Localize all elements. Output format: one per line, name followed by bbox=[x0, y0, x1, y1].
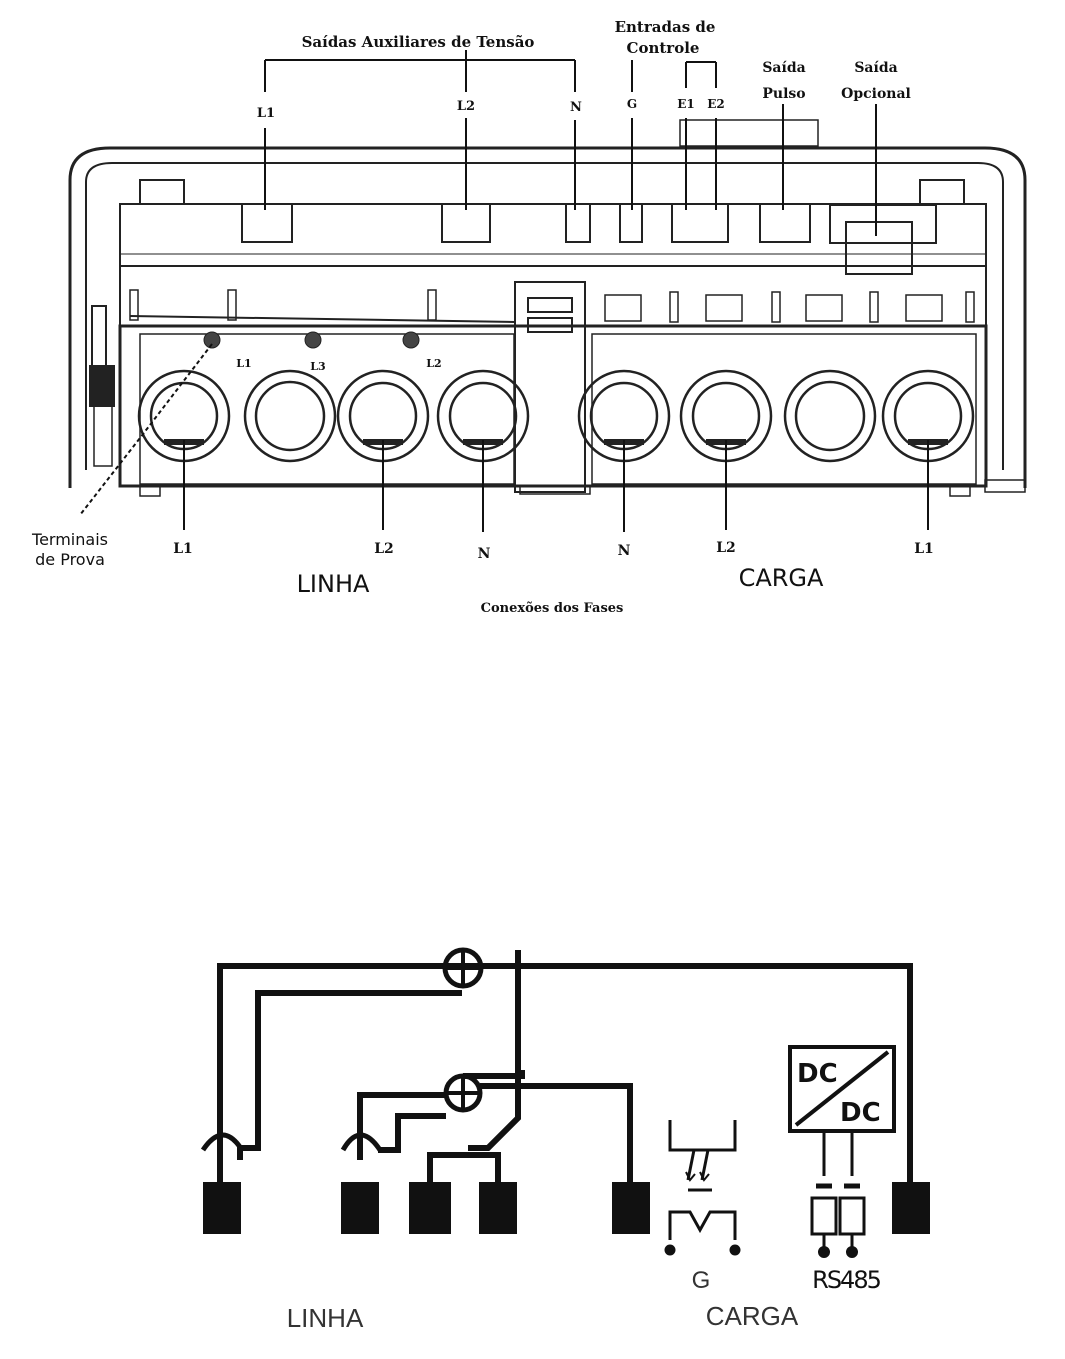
title-control-inputs-1: Entradas de bbox=[615, 18, 716, 36]
title-pulse-output-1: Saída bbox=[762, 60, 805, 76]
schematic-terminals bbox=[203, 1182, 930, 1234]
test-terminal-l2 bbox=[402, 331, 420, 349]
rs485-label: RS485 bbox=[812, 1266, 880, 1294]
test-terminals bbox=[203, 331, 420, 349]
bottom-label-l1-load: L1 bbox=[914, 541, 934, 557]
test-terminal-l3 bbox=[304, 331, 322, 349]
schematic-terminal-5 bbox=[612, 1182, 650, 1234]
converter-input-label: DC bbox=[797, 1059, 838, 1089]
linha-bottom: LINHA bbox=[287, 1303, 364, 1333]
schematic-terminal-3 bbox=[409, 1182, 451, 1234]
terminal-l3-load bbox=[783, 369, 877, 463]
aux-label-l1: L1 bbox=[257, 106, 275, 121]
bottom-label-n-line: N bbox=[478, 546, 491, 562]
control-label-e1: E1 bbox=[677, 97, 695, 111]
dc-dc-converter bbox=[788, 1045, 896, 1258]
control-label-e2: E2 bbox=[707, 97, 725, 111]
aux-connector-n bbox=[565, 203, 591, 243]
test-label-l2: L2 bbox=[426, 357, 441, 370]
schematic-terminal-4 bbox=[479, 1182, 517, 1234]
title-optional-output-2: Opcional bbox=[841, 86, 911, 102]
pulse-output-connector bbox=[759, 203, 811, 243]
bottom-label-l2-line: L2 bbox=[374, 541, 394, 557]
meter-body bbox=[68, 119, 1027, 497]
aux-label-l2: L2 bbox=[457, 99, 475, 114]
bottom-label-n-load: N bbox=[618, 543, 631, 559]
wiring-schematic bbox=[200, 947, 913, 1185]
optional-output-connector bbox=[845, 221, 913, 275]
test-label-l1: L1 bbox=[236, 357, 251, 370]
ground-label: G bbox=[692, 1267, 711, 1294]
bottom-label-l1-line: L1 bbox=[173, 541, 193, 557]
title-pulse-output-2: Pulso bbox=[762, 86, 805, 102]
leader-lines bbox=[79, 50, 929, 532]
bottom-label-l2-load: L2 bbox=[716, 540, 736, 556]
converter-output-label: DC bbox=[840, 1098, 881, 1128]
carga-top: CARGA bbox=[739, 564, 824, 592]
test-terminals-caption-1: Terminais bbox=[31, 530, 108, 549]
test-terminal-l1 bbox=[203, 331, 221, 349]
aux-label-n: N bbox=[570, 100, 582, 115]
linha-top: LINHA bbox=[297, 570, 370, 598]
schematic-terminal-2 bbox=[341, 1182, 379, 1234]
carga-bottom: CARGA bbox=[706, 1301, 799, 1331]
terminal-l3-line bbox=[243, 369, 337, 463]
phase-connections-caption: Conexões dos Fases bbox=[481, 601, 624, 616]
schematic-terminal-6 bbox=[892, 1182, 930, 1234]
title-optional-output-1: Saída bbox=[854, 60, 897, 76]
main-terminals bbox=[137, 369, 975, 463]
test-terminals-caption-2: de Prova bbox=[35, 550, 105, 569]
top-labels: Saídas Auxiliares de Tensão Entradas de … bbox=[31, 18, 934, 616]
control-label-g: G bbox=[627, 97, 637, 111]
pulse-optocoupler bbox=[664, 1120, 741, 1256]
title-control-inputs-2: Controle bbox=[627, 39, 700, 57]
schematic-terminal-1 bbox=[203, 1182, 241, 1234]
aux-connector-l1 bbox=[241, 203, 293, 243]
title-voltage-outputs: Saídas Auxiliares de Tensão bbox=[302, 33, 535, 51]
control-connector-e bbox=[671, 203, 729, 243]
test-label-l3: L3 bbox=[310, 360, 325, 373]
